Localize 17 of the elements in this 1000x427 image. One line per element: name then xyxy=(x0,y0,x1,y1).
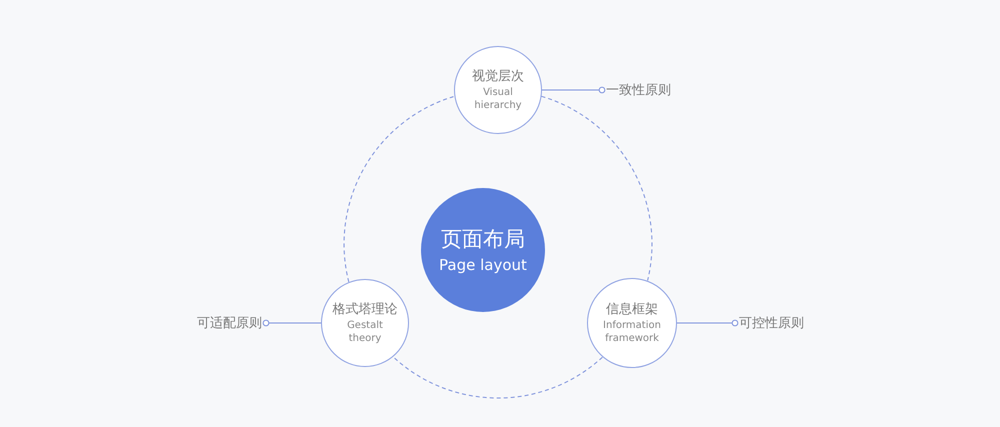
subtitle-text: Page layout xyxy=(439,255,527,276)
principle-label: 一致性原则 xyxy=(606,82,671,99)
principle-label: 可控性原则 xyxy=(739,315,804,332)
title-text: 格式塔理论 xyxy=(332,301,398,319)
title-text: 页面布局 xyxy=(441,226,525,253)
title-text: 视觉层次 xyxy=(472,68,524,86)
connector-line xyxy=(262,320,322,326)
subtitle-text: Visual hierarchy xyxy=(473,86,523,112)
dashed-arc xyxy=(392,356,603,399)
subtitle-text: Information framework xyxy=(602,319,662,345)
title-text: 信息框架 xyxy=(606,301,658,319)
subtitle-text: Gestalt theory xyxy=(346,319,384,345)
connector-line xyxy=(542,86,606,94)
connector-line xyxy=(676,320,738,326)
dashed-arc xyxy=(344,96,455,282)
principle-label: 可适配原则 xyxy=(197,315,262,332)
dashed-arc xyxy=(541,96,652,281)
